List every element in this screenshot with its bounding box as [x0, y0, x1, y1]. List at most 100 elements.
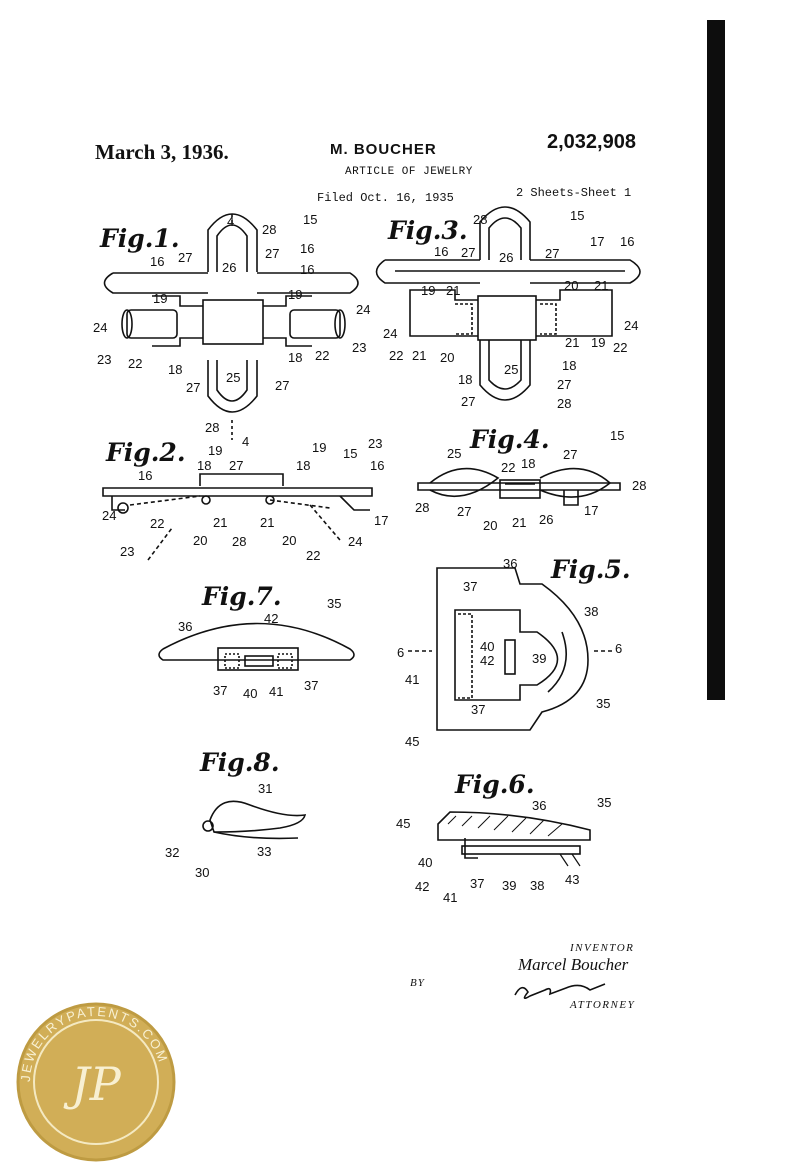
ref-numeral: 42 [415, 879, 429, 894]
ref-numeral: 17 [584, 503, 598, 518]
ref-numeral: 28 [232, 534, 246, 549]
ref-numeral: 24 [356, 302, 370, 317]
ref-numeral: 36 [178, 619, 192, 634]
ref-numeral: 18 [288, 350, 302, 365]
ref-numeral: 25 [504, 362, 518, 377]
ref-numeral: 27 [275, 378, 289, 393]
ref-numeral: 30 [195, 865, 209, 880]
ref-numeral: 37 [213, 683, 227, 698]
ref-numeral: 22 [501, 460, 515, 475]
ref-numeral: 45 [396, 816, 410, 831]
ref-numeral: 4 [242, 434, 249, 449]
ref-numeral: 24 [93, 320, 107, 335]
ref-numeral: 16 [370, 458, 384, 473]
ref-numeral: 21 [512, 515, 526, 530]
ref-numeral: 22 [389, 348, 403, 363]
ref-numeral: 39 [502, 878, 516, 893]
ref-numeral: 18 [521, 456, 535, 471]
ref-numeral: 24 [383, 326, 397, 341]
fig2-numerals: 19 19 23 18 27 18 15 16 16 24 22 23 20 2… [102, 436, 388, 563]
ref-numeral: 6 [615, 641, 622, 656]
ref-numeral: 35 [596, 696, 610, 711]
ref-numeral: 40 [243, 686, 257, 701]
ref-numeral: 17 [374, 513, 388, 528]
ref-numeral: 23 [352, 340, 366, 355]
ref-numeral: 41 [443, 890, 457, 905]
ref-numeral: 19 [153, 291, 167, 306]
ref-numeral: 28 [415, 500, 429, 515]
ref-numeral: 16 [300, 241, 314, 256]
ref-numeral: 18 [168, 362, 182, 377]
ref-numeral: 28 [557, 396, 571, 411]
attorney-signature [515, 984, 605, 998]
ref-numeral: 35 [597, 795, 611, 810]
ref-numeral: 41 [405, 672, 419, 687]
ref-numeral: 28 [632, 478, 646, 493]
ref-numeral: 16 [300, 262, 314, 277]
ref-numeral: 27 [557, 377, 571, 392]
fig5-numerals: 37 36 38 40 42 39 6 6 41 37 35 45 [397, 556, 622, 749]
ref-numeral: 41 [269, 684, 283, 699]
ref-numeral: 20 [483, 518, 497, 533]
ref-numeral: 27 [186, 380, 200, 395]
ref-numeral: 37 [470, 876, 484, 891]
ref-numeral: 4 [227, 214, 234, 229]
ref-numeral: 37 [471, 702, 485, 717]
ref-numeral: 21 [565, 335, 579, 350]
ref-numeral: 35 [327, 596, 341, 611]
ref-numeral: 15 [343, 446, 357, 461]
ref-numeral: 37 [463, 579, 477, 594]
ref-numeral: 16 [138, 468, 152, 483]
ref-numeral: 26 [499, 250, 513, 265]
ref-numeral: 40 [418, 855, 432, 870]
ref-numeral: 43 [565, 872, 579, 887]
ref-numeral: 28 [205, 420, 219, 435]
ref-numeral: 20 [564, 278, 578, 293]
ref-numeral: 17 [590, 234, 604, 249]
ref-numeral: 19 [421, 283, 435, 298]
ref-numeral: 25 [226, 370, 240, 385]
ref-numeral: 27 [229, 458, 243, 473]
ref-numeral: 27 [457, 504, 471, 519]
ref-numeral: 18 [458, 372, 472, 387]
watermark-monogram: JP [63, 1057, 121, 1111]
ref-numeral: 22 [315, 348, 329, 363]
ref-numeral: 19 [591, 335, 605, 350]
ref-numeral: 26 [539, 512, 553, 527]
ref-numeral: 42 [264, 611, 278, 626]
ref-numeral: 42 [480, 653, 494, 668]
ref-numeral: 21 [446, 283, 460, 298]
ref-numeral: 23 [368, 436, 382, 451]
ref-numeral: 15 [610, 428, 624, 443]
fig8-drawing [203, 801, 305, 838]
ref-numeral: 21 [594, 278, 608, 293]
ref-numeral: 19 [208, 443, 222, 458]
ref-numeral: 36 [503, 556, 517, 571]
ref-numeral: 26 [222, 260, 236, 275]
ref-numeral: 27 [545, 246, 559, 261]
ref-numeral: 20 [193, 533, 207, 548]
fig5-drawing [408, 568, 612, 730]
ref-numeral: 27 [265, 246, 279, 261]
ref-numeral: 24 [348, 534, 362, 549]
ref-numeral: 16 [150, 254, 164, 269]
ref-numeral: 45 [405, 734, 419, 749]
ref-numeral: 15 [303, 212, 317, 227]
ref-numeral: 38 [530, 878, 544, 893]
ref-numeral: 20 [282, 533, 296, 548]
ref-numeral: 25 [447, 446, 461, 461]
ref-numeral: 36 [532, 798, 546, 813]
ref-numeral: 31 [258, 781, 272, 796]
ref-numeral: 16 [434, 244, 448, 259]
ref-numeral: 19 [288, 287, 302, 302]
ref-numeral: 21 [412, 348, 426, 363]
watermark-seal: JEWELRYPATENTS.COM JP [18, 1004, 174, 1160]
ref-numeral: 22 [150, 516, 164, 531]
ref-numeral: 27 [563, 447, 577, 462]
fig4-drawing [418, 469, 620, 505]
ref-numeral: 19 [312, 440, 326, 455]
ref-numeral: 20 [440, 350, 454, 365]
ref-numeral: 22 [128, 356, 142, 371]
ref-numeral: 18 [296, 458, 310, 473]
